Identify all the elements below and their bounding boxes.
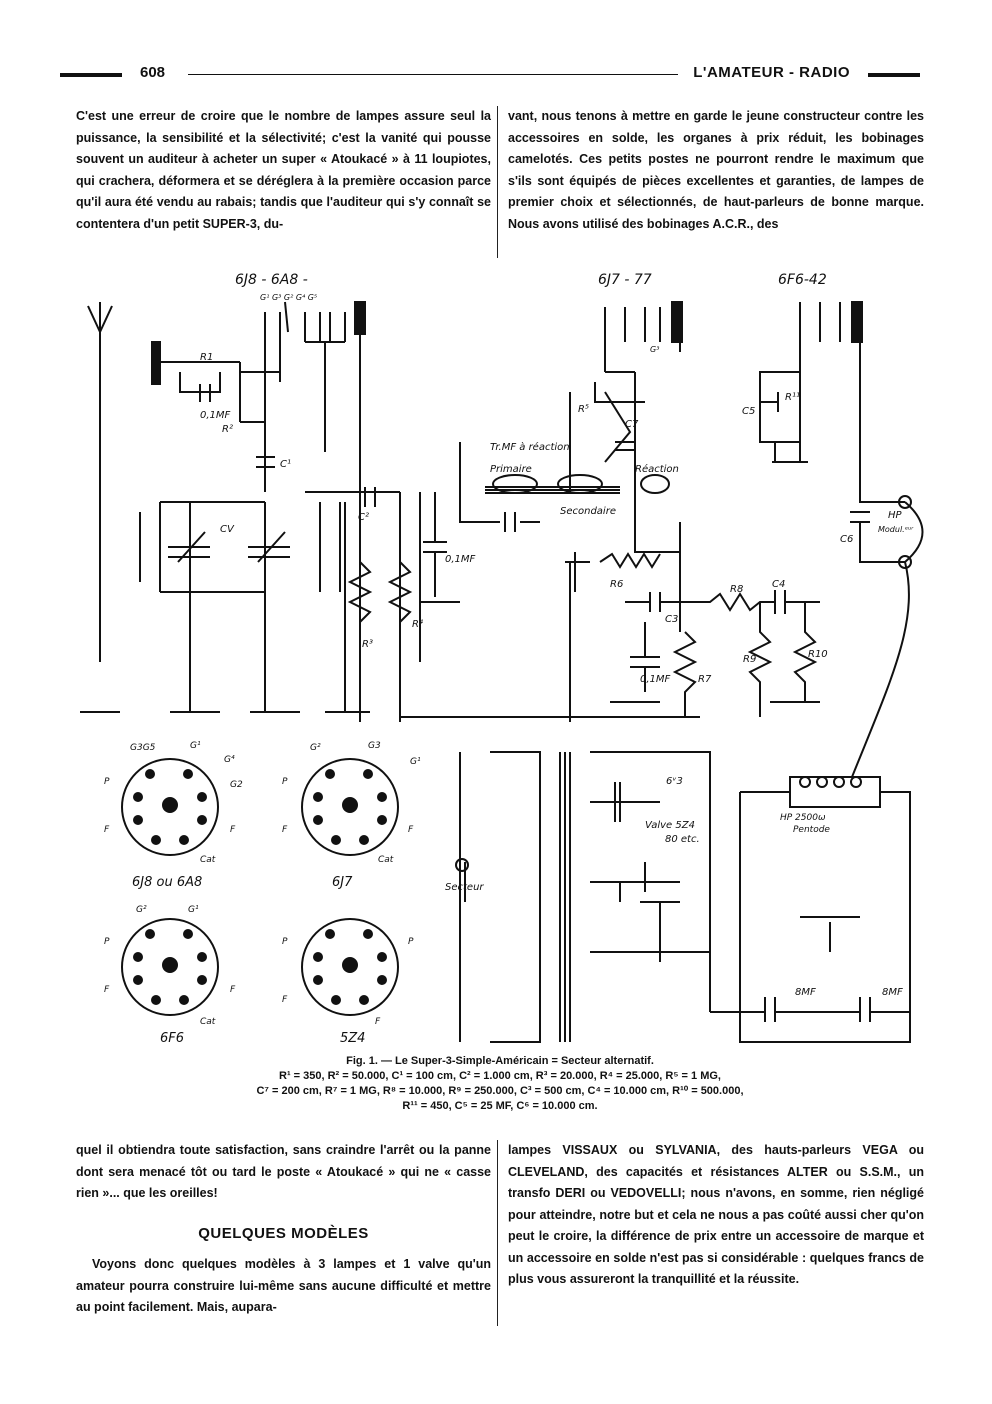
pin-label: G² xyxy=(136,905,147,915)
component-label: C3 xyxy=(665,614,678,625)
section-heading: QUELQUES MODÈLES xyxy=(198,1224,369,1242)
component-label: R9 xyxy=(743,654,756,665)
component-label: Primaire xyxy=(490,464,532,475)
header-rule-middle xyxy=(188,74,678,75)
component-label: R⁵ xyxy=(578,404,589,415)
pin-label: G⁴ xyxy=(224,755,235,765)
caption-values: R¹ = 350, R² = 50.000, C¹ = 100 cm, C² =… xyxy=(279,1070,721,1082)
component-label: R⁴ xyxy=(412,618,423,630)
pin-label: G3 xyxy=(368,741,381,751)
tube-label: 6J7 - 77 xyxy=(598,272,652,288)
component-label: Valve 5Z4 xyxy=(645,820,695,831)
pin-label: F xyxy=(282,995,288,1005)
component-label: C5 xyxy=(742,406,755,417)
pin-label: F xyxy=(104,825,110,835)
pin-label: G3G5 xyxy=(130,743,156,753)
pin-label: P xyxy=(104,937,110,947)
page-number: 608 xyxy=(140,64,166,81)
component-label: 8MF xyxy=(882,987,903,998)
header-rule-left xyxy=(60,73,122,77)
component-label: 8MF xyxy=(795,987,816,998)
pin-label: F xyxy=(282,825,288,835)
paragraph: vant, nous tenons à mettre en garde le j… xyxy=(508,109,924,231)
paragraph: C'est une erreur de croire que le nombre… xyxy=(76,109,491,231)
component-label: Pentode xyxy=(793,825,830,835)
pin-label: G¹ xyxy=(410,757,421,767)
grid-label: G³ xyxy=(650,345,659,354)
component-label: 0,1MF xyxy=(445,554,476,565)
component-label: HP 2500ω xyxy=(780,813,826,823)
page-header: 608 L'AMATEUR - RADIO xyxy=(60,64,920,88)
column-separator xyxy=(497,106,498,258)
pin-label: F xyxy=(104,985,110,995)
component-label: Réaction xyxy=(635,463,679,475)
pin-label: G¹ xyxy=(190,741,201,751)
component-label: Secondaire xyxy=(560,506,616,517)
pin-label: Cat xyxy=(200,1017,216,1027)
paragraph: Voyons donc quelques modèles à 3 lampes … xyxy=(76,1257,491,1314)
pin-label: G2 xyxy=(230,780,243,790)
pin-label: P xyxy=(282,777,288,787)
journal-title: L'AMATEUR - RADIO xyxy=(693,64,850,81)
pin-label: Cat xyxy=(200,855,216,865)
figure-caption: Fig. 1. — Le Super-3-Simple-Américain = … xyxy=(150,1054,850,1114)
component-label: C¹ xyxy=(280,459,291,470)
pinout-title: 6J7 xyxy=(332,875,353,890)
component-label: 6ᵛ3 xyxy=(666,776,683,787)
text-column-top-left: C'est une erreur de croire que le nombre… xyxy=(76,106,491,235)
component-label: Modul.ᵉᵘʳ xyxy=(878,525,914,534)
text-column-top-right: vant, nous tenons à mettre en garde le j… xyxy=(508,106,924,235)
schematic-figure: 6J8 - 6A8 - 6J7 - 77 6F6-42 G¹ G³ G² G⁴ … xyxy=(80,272,924,1046)
caption-values: R¹¹ = 450, C⁵ = 25 MF, C⁶ = 10.000 cm. xyxy=(402,1100,598,1112)
header-rule-right xyxy=(868,73,920,77)
pin-label: P xyxy=(282,937,288,947)
pin-label: F xyxy=(375,1017,381,1027)
pin-label: F xyxy=(230,985,236,995)
grid-label: G¹ G³ G² G⁴ G⁵ xyxy=(260,293,317,302)
component-label: C7 xyxy=(625,419,639,430)
component-label: R³ xyxy=(362,639,373,650)
component-label: R6 xyxy=(610,579,623,590)
component-label: R¹¹ xyxy=(785,392,800,403)
caption-title: Fig. 1. — Le Super-3-Simple-Américain = … xyxy=(346,1055,654,1067)
component-label: R8 xyxy=(730,584,743,595)
pin-label: Cat xyxy=(378,855,394,865)
pin-label: F xyxy=(230,825,236,835)
pin-label: F xyxy=(408,825,414,835)
component-label: 0,1MF xyxy=(200,410,231,421)
component-label: CV xyxy=(220,524,235,535)
pin-label: P xyxy=(104,777,110,787)
tube-label: 6F6-42 xyxy=(778,272,827,288)
pin-label: G² xyxy=(310,743,321,753)
component-label: R² xyxy=(222,424,233,435)
caption-values: C⁷ = 200 cm, R⁷ = 1 MG, R⁸ = 10.000, R⁹ … xyxy=(256,1085,744,1097)
component-label: R7 xyxy=(698,674,712,685)
component-label: C4 xyxy=(772,579,785,590)
component-label: 80 etc. xyxy=(665,834,700,845)
component-label: C6 xyxy=(840,534,853,545)
paragraph: quel il obtiendra toute satisfaction, sa… xyxy=(76,1143,491,1200)
component-label: R1 xyxy=(200,352,213,363)
column-separator xyxy=(497,1140,498,1326)
text-column-bottom-left: quel il obtiendra toute satisfaction, sa… xyxy=(76,1140,491,1319)
component-label: Secteur xyxy=(445,882,484,893)
paragraph: lampes VISSAUX ou SYLVANIA, des hauts-pa… xyxy=(508,1143,924,1286)
pinout-title: 6F6 xyxy=(160,1031,184,1046)
component-label: HP xyxy=(888,510,903,521)
pinout-title: 5Z4 xyxy=(340,1031,365,1046)
component-label: R10 xyxy=(808,649,828,660)
pin-label: G¹ xyxy=(188,905,199,915)
tube-label: 6J8 - 6A8 - xyxy=(235,272,308,288)
pin-label: P xyxy=(408,937,414,947)
pinout-title: 6J8 ou 6A8 xyxy=(132,875,202,890)
component-label: 0,1MF xyxy=(640,674,671,685)
component-label: C² xyxy=(358,512,369,523)
component-label: Tr.MF à réaction xyxy=(490,441,570,453)
text-column-bottom-right: lampes VISSAUX ou SYLVANIA, des hauts-pa… xyxy=(508,1140,924,1291)
